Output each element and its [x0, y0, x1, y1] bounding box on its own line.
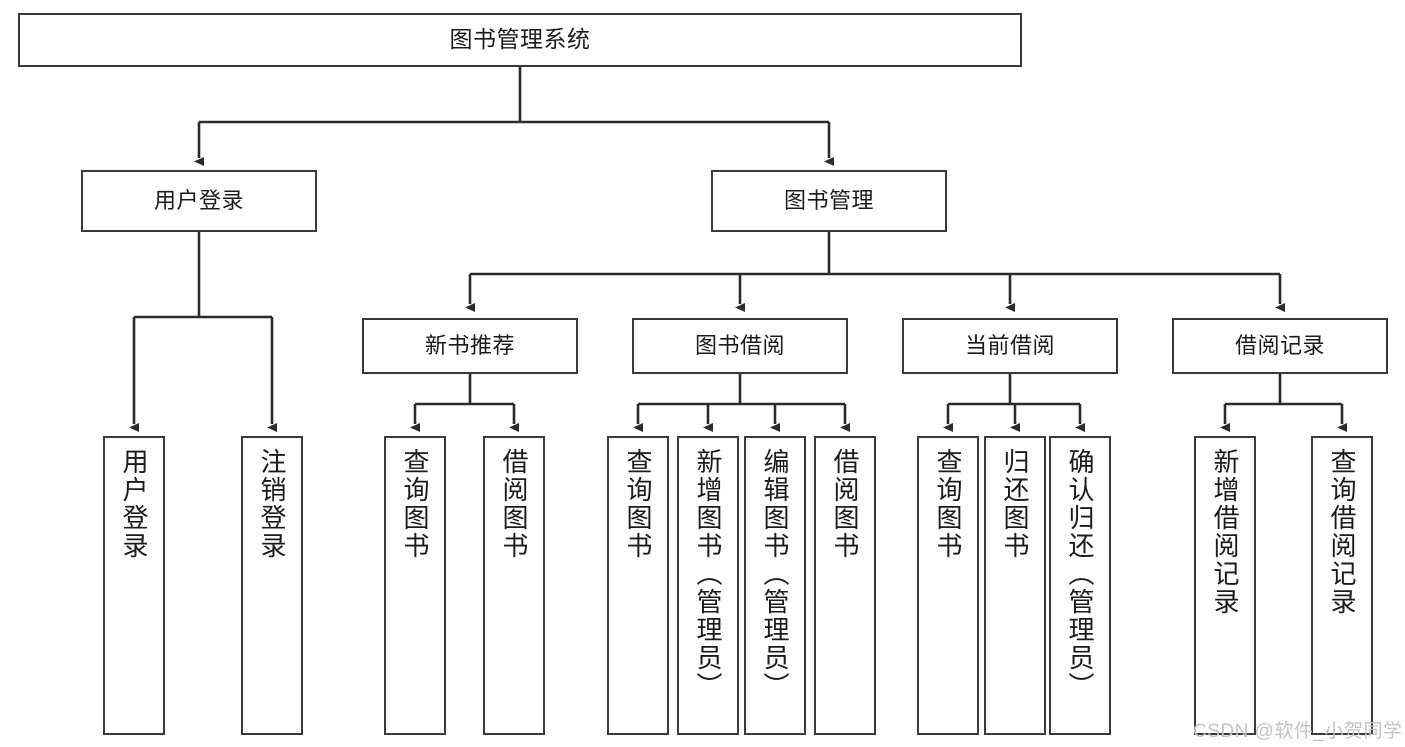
leaf-cb-return-book[interactable]: 归还图书 [984, 436, 1046, 735]
leaf-bw-query-book[interactable]: 查询图书 [607, 436, 669, 735]
leaf-bw-borrow-book-label: 借阅图书 [830, 448, 860, 560]
node-new-book-recommend[interactable]: 新书推荐 [362, 318, 578, 374]
leaf-rc-add-record-label: 新增借阅记录 [1210, 448, 1240, 616]
leaf-nb-query-book[interactable]: 查询图书 [384, 436, 446, 735]
leaf-bw-borrow-book[interactable]: 借阅图书 [814, 436, 876, 735]
leaf-rc-add-record[interactable]: 新增借阅记录 [1194, 436, 1256, 735]
node-user-login-label: 用户登录 [153, 187, 244, 213]
leaf-bw-add-book[interactable]: 新增图书（管理员） [677, 436, 739, 735]
node-book-borrow[interactable]: 图书借阅 [632, 318, 848, 374]
node-book-management[interactable]: 图书管理 [711, 170, 947, 232]
leaf-cb-confirm-return[interactable]: 确认归还（管理员） [1049, 436, 1111, 735]
leaf-bw-query-book-label: 查询图书 [623, 448, 653, 560]
leaf-nb-query-book-label: 查询图书 [400, 448, 430, 560]
node-book-borrow-label: 图书借阅 [694, 332, 785, 358]
node-new-book-recommend-label: 新书推荐 [424, 332, 515, 358]
leaf-bw-edit-book[interactable]: 编辑图书（管理员） [744, 436, 806, 735]
leaf-cb-confirm-return-label: 确认归还（管理员） [1065, 448, 1095, 700]
node-borrow-records-label: 借阅记录 [1234, 332, 1325, 358]
leaf-cb-query-book-label: 查询图书 [933, 448, 963, 560]
node-current-borrow-label: 当前借阅 [964, 332, 1055, 358]
leaf-rc-query-record-label: 查询借阅记录 [1327, 448, 1357, 616]
node-book-management-label: 图书管理 [783, 187, 874, 213]
leaf-nb-borrow-book[interactable]: 借阅图书 [483, 436, 545, 735]
node-root[interactable]: 图书管理系统 [18, 13, 1022, 67]
node-current-borrow[interactable]: 当前借阅 [902, 318, 1118, 374]
watermark: CSDN @软件_小贺同学 [1193, 721, 1403, 742]
node-root-label: 图书管理系统 [449, 26, 591, 53]
leaf-rc-query-record[interactable]: 查询借阅记录 [1311, 436, 1373, 735]
leaf-bw-edit-book-label: 编辑图书（管理员） [760, 448, 790, 700]
leaf-user-login[interactable]: 用户登录 [103, 436, 165, 735]
leaf-cb-query-book[interactable]: 查询图书 [917, 436, 979, 735]
leaf-nb-borrow-book-label: 借阅图书 [499, 448, 529, 560]
leaf-cb-return-book-label: 归还图书 [1000, 448, 1030, 560]
node-user-login[interactable]: 用户登录 [81, 170, 317, 232]
leaf-logout-label: 注销登录 [257, 448, 287, 560]
leaf-user-login-label: 用户登录 [119, 448, 149, 560]
leaf-logout[interactable]: 注销登录 [241, 436, 303, 735]
node-borrow-records[interactable]: 借阅记录 [1172, 318, 1388, 374]
leaf-bw-add-book-label: 新增图书（管理员） [693, 448, 723, 700]
